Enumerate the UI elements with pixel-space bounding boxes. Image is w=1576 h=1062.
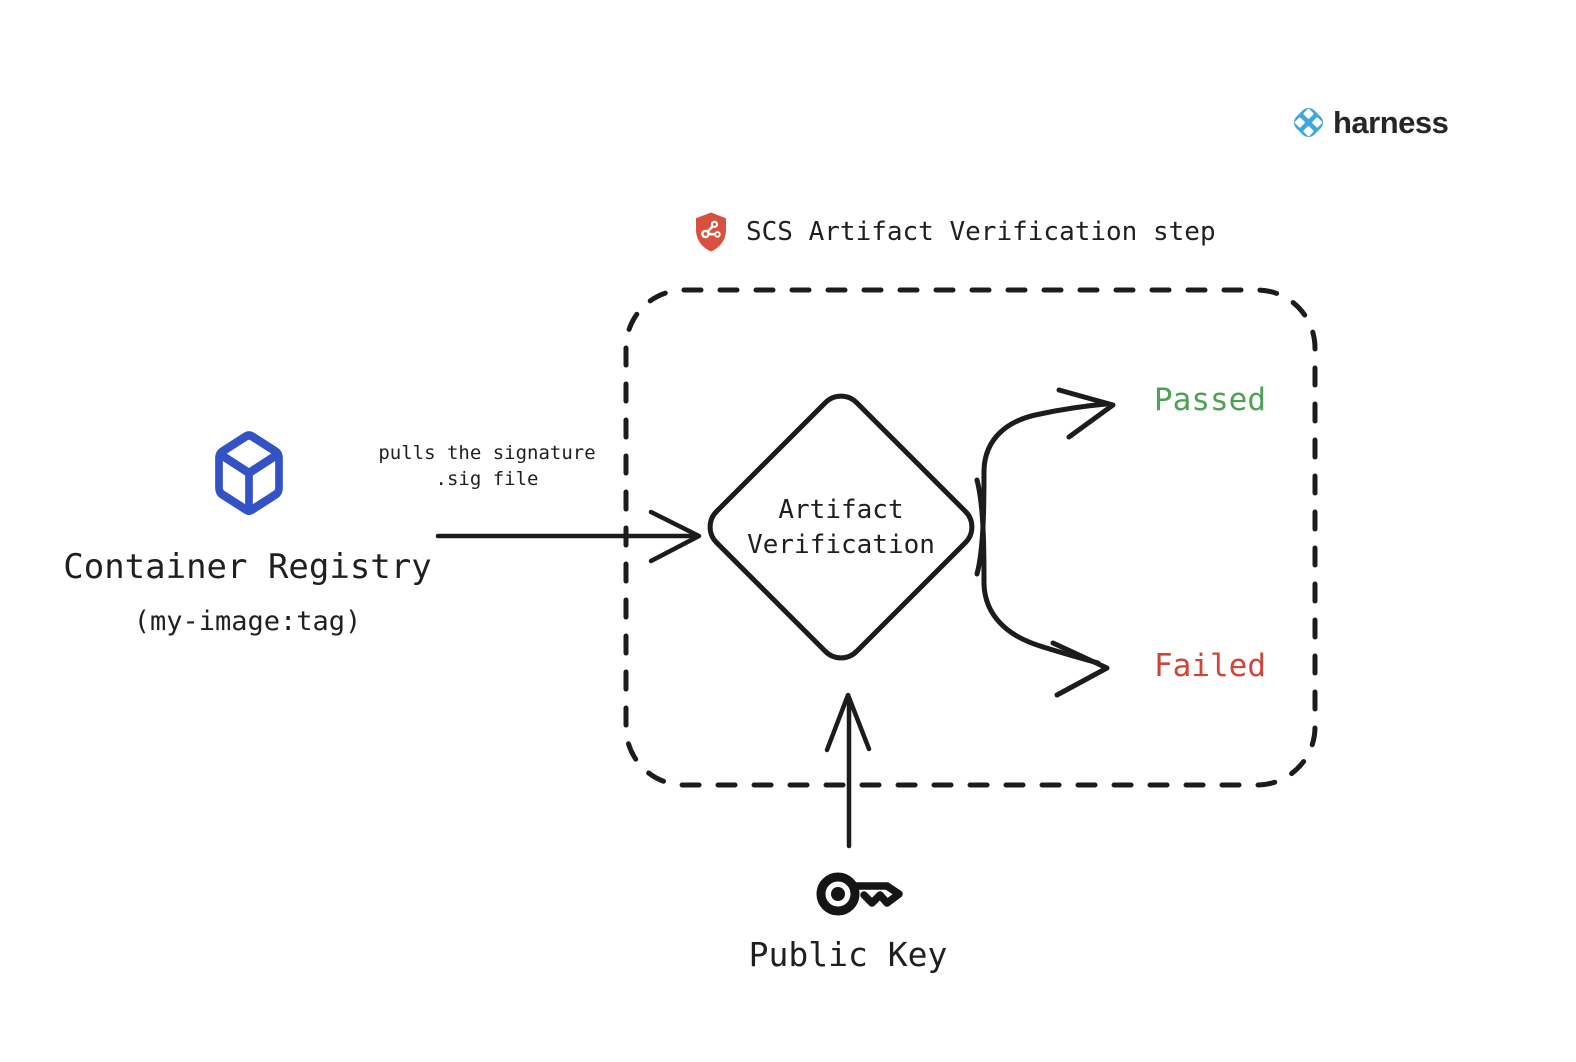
- public-key-arrow: [824, 692, 872, 849]
- key-icon: [816, 872, 903, 916]
- failed-arrow: [974, 477, 1110, 698]
- decision-diamond: [707, 393, 975, 661]
- pull-signature-edge-label-line2: .sig file: [435, 468, 539, 490]
- step-title: SCS Artifact Verification step: [746, 217, 1216, 247]
- passed-outcome-label: Passed: [1154, 382, 1266, 418]
- shield-network-icon: [696, 212, 726, 252]
- pull-arrow: [435, 509, 702, 564]
- artifact-verification-label: Artifact Verification: [691, 493, 991, 563]
- harness-logo: harness: [1288, 102, 1449, 143]
- artifact-verification-label-line2: Verification: [747, 530, 935, 560]
- pull-signature-edge-label-line1: pulls the signature: [378, 442, 596, 464]
- failed-outcome-label: Failed: [1154, 648, 1266, 684]
- harness-logo-text: harness: [1333, 105, 1449, 140]
- artifact-verification-label-line1: Artifact: [778, 495, 904, 525]
- harness-logo-icon: [1293, 107, 1324, 138]
- step-header: SCS Artifact Verification step: [693, 209, 1216, 255]
- passed-arrow: [974, 387, 1116, 577]
- pull-signature-edge-label: pulls the signature .sig file: [373, 440, 601, 492]
- public-key-label: Public Key: [748, 935, 948, 974]
- cube-icon: [215, 431, 283, 516]
- container-registry-label: Container Registry: [63, 547, 432, 587]
- container-registry-sublabel: (my-image:tag): [133, 606, 362, 637]
